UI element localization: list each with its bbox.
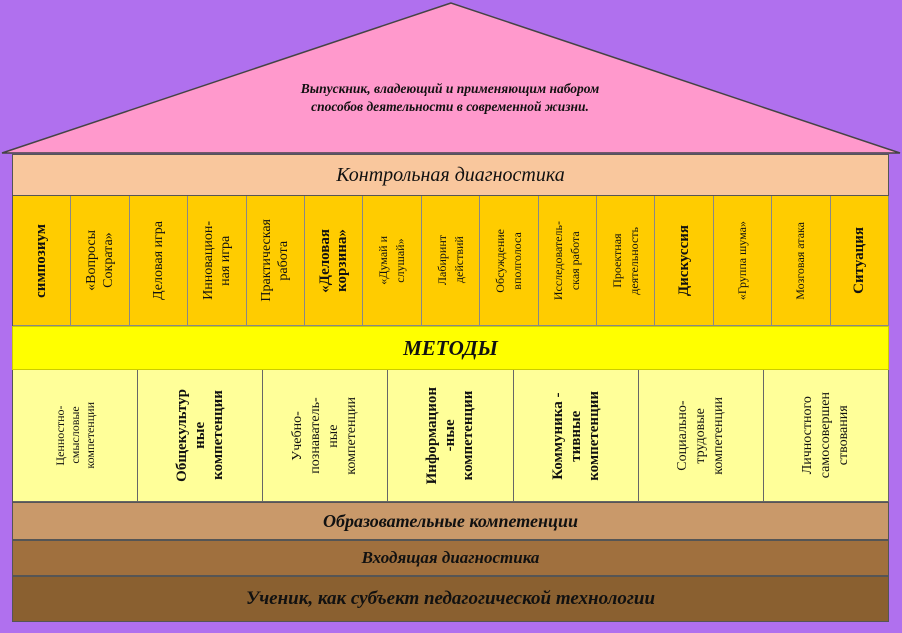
competence-label: Общекультур ные компетенции — [174, 389, 227, 482]
methods-band: МЕТОДЫ — [12, 326, 889, 370]
roof — [1, 2, 901, 154]
method-cell: Исследователь- ская работа — [538, 196, 598, 326]
roof-triangle — [1, 2, 901, 154]
method-label: «Группа шума» — [735, 220, 750, 301]
methods-row: симпозиум «Вопросы Сократа» Деловая игра Ин… — [12, 196, 890, 326]
competence-label: Коммуника - тивные компетенции — [549, 390, 602, 481]
educational-competences-band: Образовательные компетенции — [12, 502, 889, 540]
competence-label: Ценностно- смысловые компетенции — [52, 402, 97, 469]
method-label: Исследователь- ская работа — [551, 220, 583, 301]
incoming-diagnostics-band: Входящая диагностика — [12, 540, 889, 576]
competence-cell: Ценностно- смысловые компетенции — [13, 370, 139, 502]
method-cell: Ситуация — [830, 196, 890, 326]
method-label: Проектная деятельность — [609, 226, 641, 295]
method-cell: симпозиум — [13, 196, 72, 326]
method-label: Дискуссия — [675, 224, 692, 297]
method-cell: Практическая работа — [246, 196, 306, 326]
method-cell: Мозговая атака — [772, 196, 831, 326]
method-label: Ситуация — [850, 227, 867, 294]
method-cell: Инновацион- ная игра — [188, 196, 247, 326]
competence-cell: Коммуника - тивные компетенции — [513, 370, 639, 502]
student-foundation-band: Ученик, как субъект педагогической техно… — [12, 576, 889, 622]
method-label: Обсуждение вполголоса — [492, 228, 524, 293]
competences-row: Ценностно- смысловые компетенции Общекуль… — [12, 370, 889, 502]
competence-cell: Личностного самосовершен ствования — [763, 370, 889, 502]
method-label: Лабиринт действий — [434, 235, 466, 286]
method-cell: Лабиринт действий — [421, 196, 481, 326]
method-label: «Деловая корзина» — [316, 228, 350, 293]
method-cell: Деловая игра — [129, 196, 189, 326]
competence-cell: Информацион -ные компетенции — [388, 370, 514, 502]
graduate-caption-line1: Выпускник, владеющий и применяющим набор… — [300, 81, 600, 96]
method-cell: Проектная деятельность — [597, 196, 656, 326]
method-cell: «Деловая корзина» — [305, 196, 364, 326]
competence-label: Учебно- познаватель- ные компетенции — [290, 396, 360, 475]
competence-cell: Социально- трудовые компетенции — [638, 370, 764, 502]
method-label: Инновацион- ная игра — [200, 221, 233, 300]
method-label: Мозговая атака — [793, 221, 808, 300]
graduate-caption-line2: способов деятельности в современной жизн… — [311, 99, 589, 114]
method-cell: «Думай и слушай» — [363, 196, 422, 326]
method-cell: «Группа шума» — [713, 196, 773, 326]
method-label: Деловая игра — [151, 221, 167, 300]
method-cell: Обсуждение вполголоса — [480, 196, 539, 326]
method-label: симпозиум — [33, 223, 50, 298]
competence-cell: Учебно- познаватель- ные компетенции — [263, 370, 389, 502]
competence-label: Информацион -ные компетенции — [424, 386, 477, 485]
competence-cell: Общекультур ные компетенции — [138, 370, 264, 502]
method-cell: «Вопросы Сократа» — [71, 196, 130, 326]
control-diagnostics-band: Контрольная диагностика — [12, 154, 889, 196]
method-cell: Дискуссия — [655, 196, 714, 326]
method-label: «Вопросы Сократа» — [84, 230, 117, 291]
competence-label: Социально- трудовые компетенции — [674, 396, 726, 475]
competence-label: Личностного самосовершен ствования — [799, 392, 851, 479]
method-label: «Думай и слушай» — [376, 236, 408, 285]
graduate-caption: Выпускник, владеющий и применяющим набор… — [200, 80, 700, 116]
method-label: Практическая работа — [259, 219, 292, 302]
